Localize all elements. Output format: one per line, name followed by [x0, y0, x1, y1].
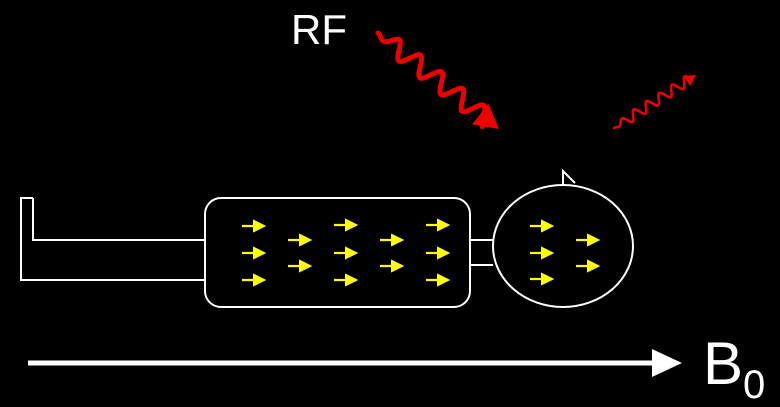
spin-arrows	[242, 218, 601, 287]
patient-outline	[20, 168, 634, 308]
rf-wave-arrowhead	[683, 75, 696, 87]
neck-outline	[470, 239, 493, 266]
head-outline	[492, 184, 634, 308]
b0-field-arrow-icon	[28, 349, 682, 377]
legs-outline	[20, 197, 206, 281]
rf-wave-arrowhead	[471, 103, 499, 129]
rf-wave-path	[375, 30, 488, 130]
rf-incoming-wave-icon	[375, 30, 499, 130]
nose-outline	[562, 168, 576, 185]
b0-label-main: B	[703, 330, 744, 397]
b0-label: B0	[703, 334, 766, 407]
b0-label-subscript: 0	[743, 363, 766, 407]
rf-emitted-wave-icon	[612, 74, 696, 130]
torso-outline	[204, 197, 471, 308]
rf-wave-path	[612, 74, 692, 130]
rf-label: RF	[291, 6, 347, 53]
